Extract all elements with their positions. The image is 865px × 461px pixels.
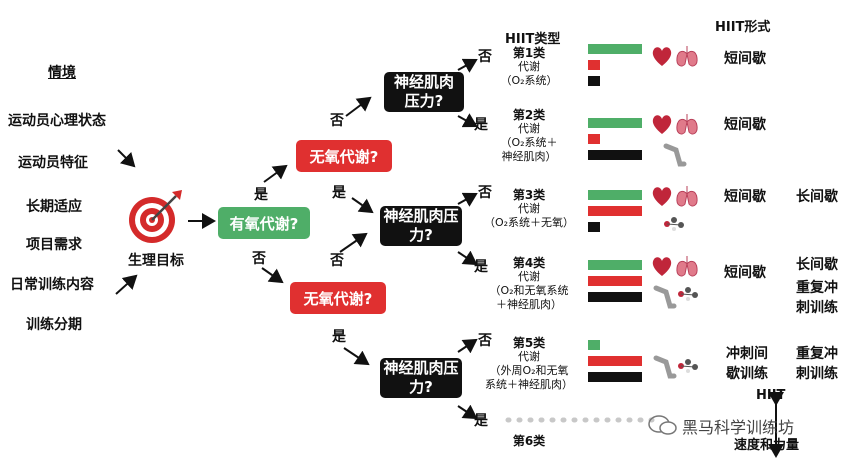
context-item-3: 长期适应: [26, 199, 82, 215]
label-ana-top-no: 否: [330, 113, 344, 129]
label-nm-bot-yes: 是: [474, 413, 488, 429]
arrow-context-2: [115, 274, 138, 295]
node-neuromuscular-top: 神经肌肉压力?: [384, 72, 464, 112]
arrow-nm-mid-yes: [457, 250, 478, 266]
type-2-desc: 代谢（O₂系统＋神经肌肉）: [500, 122, 558, 163]
type-6-name: 第6类: [512, 434, 546, 448]
type-1-name: 第1类: [512, 46, 546, 60]
heart-icon: [652, 187, 672, 206]
arrow-nm-bot-no: [457, 338, 478, 354]
goal-label: 生理目标: [128, 253, 184, 269]
bar-type4-red: [588, 276, 642, 286]
type-5-name: 第5类: [512, 336, 546, 350]
lungs-icon: [676, 256, 698, 277]
type-3-name: 第3类: [512, 188, 546, 202]
context-item-6: 训练分期: [26, 317, 82, 333]
label-nm-top-no: 否: [478, 49, 492, 65]
heart-icon: [652, 115, 672, 134]
bar-type4-black: [588, 292, 642, 302]
node-aerobic: 有氧代谢?: [218, 207, 310, 239]
context-item-4: 项目需求: [26, 237, 82, 253]
type-4-name: 第4类: [512, 256, 546, 270]
legs-icon: [653, 285, 677, 309]
arrow-context-1: [117, 149, 136, 168]
bar-type3-red: [588, 206, 642, 216]
form-type4-long: 长间歇: [796, 257, 838, 273]
bar-type5-green: [588, 340, 600, 350]
arrow-ana-bot-yes: [343, 347, 370, 366]
bar-type2-green: [588, 118, 642, 128]
label-aerobic-no: 否: [252, 251, 266, 267]
form-type4-repeat-sprint: 重复冲刺训练: [796, 280, 838, 316]
form-type5-repeat-sprint: 重复冲刺训练: [796, 346, 838, 382]
form-type3-short: 短间歇: [724, 189, 766, 205]
header-hiit-forms: HIIT形式: [715, 20, 771, 35]
legs-icon: [653, 355, 677, 379]
bar-type5-red: [588, 356, 642, 366]
type-3-desc: 代谢（O₂系统＋无氧）: [483, 202, 575, 229]
form-type3-long: 长间歇: [796, 189, 838, 205]
form-type5-sprint-interval: 冲刺间歇训练: [726, 346, 768, 382]
node-anaerobic-bottom: 无氧代谢?: [290, 282, 386, 314]
context-title: 情境: [48, 65, 76, 81]
wechat-icon: [648, 415, 677, 435]
form-type1-short: 短间歇: [724, 51, 766, 67]
label-nm-bot-no: 否: [478, 333, 492, 349]
lungs-icon: [676, 186, 698, 207]
arrow-nm-top-no: [457, 58, 478, 73]
bar-type3-green: [588, 190, 642, 200]
lungs-icon: [676, 46, 698, 67]
bar-type1-black: [588, 76, 600, 86]
arrow-ana-top-yes: [351, 197, 374, 214]
arrow-ana-top-no: [345, 96, 372, 117]
bar-type1-red: [588, 60, 600, 70]
label-nm-mid-yes: 是: [474, 259, 488, 275]
axis-label-speed-strength: 速度和力量: [734, 438, 800, 453]
context-item-5: 日常训练内容: [10, 277, 94, 293]
node-neuromuscular-mid: 神经肌肉压力?: [380, 206, 462, 246]
type-2-name: 第2类: [512, 108, 546, 122]
header-hiit-types: HIIT类型: [505, 32, 561, 47]
molecule-icon: [664, 217, 684, 231]
bar-type3-black: [588, 222, 600, 232]
form-type4-short: 短间歇: [724, 265, 766, 281]
bar-type5-black: [588, 372, 642, 382]
node-neuromuscular-bottom: 神经肌肉压力?: [380, 358, 462, 398]
context-item-2: 运动员特征: [18, 155, 88, 171]
heart-icon: [652, 47, 672, 66]
molecule-icon: [678, 287, 698, 301]
type-5-desc: 代谢（外周O₂和无氧系统＋神经肌肉）: [485, 350, 573, 391]
arrow-nm-top-yes: [457, 113, 478, 128]
bar-type2-black: [588, 150, 642, 160]
node-anaerobic-top: 无氧代谢?: [296, 140, 392, 172]
arrow-aerobic-no: [261, 267, 284, 284]
form-type2-short: 短间歇: [724, 117, 766, 133]
arrow-aerobic-yes: [263, 164, 288, 183]
legs-icon: [663, 143, 687, 167]
molecule-icon: [678, 359, 698, 373]
label-nm-mid-no: 否: [478, 185, 492, 201]
lungs-icon: [676, 114, 698, 135]
context-item-1: 运动员心理状态: [8, 113, 106, 129]
arrow-ana-bot-no: [339, 232, 368, 253]
arrow-nm-mid-no: [457, 192, 478, 207]
watermark-text: 黑马科学训练坊: [682, 418, 795, 437]
label-ana-bot-yes: 是: [332, 329, 346, 345]
type-4-desc: 代谢（O₂和无氧系统＋神经肌肉）: [489, 270, 569, 311]
heart-icon: [652, 257, 672, 276]
label-ana-top-yes: 是: [332, 185, 346, 201]
target-icon: [129, 190, 182, 243]
axis-label-hiit: HIIT: [756, 388, 786, 403]
label-ana-bot-no: 否: [330, 253, 344, 269]
label-aerobic-yes: 是: [254, 187, 268, 203]
bar-type4-green: [588, 260, 642, 270]
bar-type2-red: [588, 134, 600, 144]
bar-type1-green: [588, 44, 642, 54]
arrow-nm-bot-yes: [457, 404, 478, 420]
label-nm-top-yes: 是: [474, 117, 488, 133]
type-1-desc: 代谢（O₂系统）: [500, 60, 558, 87]
